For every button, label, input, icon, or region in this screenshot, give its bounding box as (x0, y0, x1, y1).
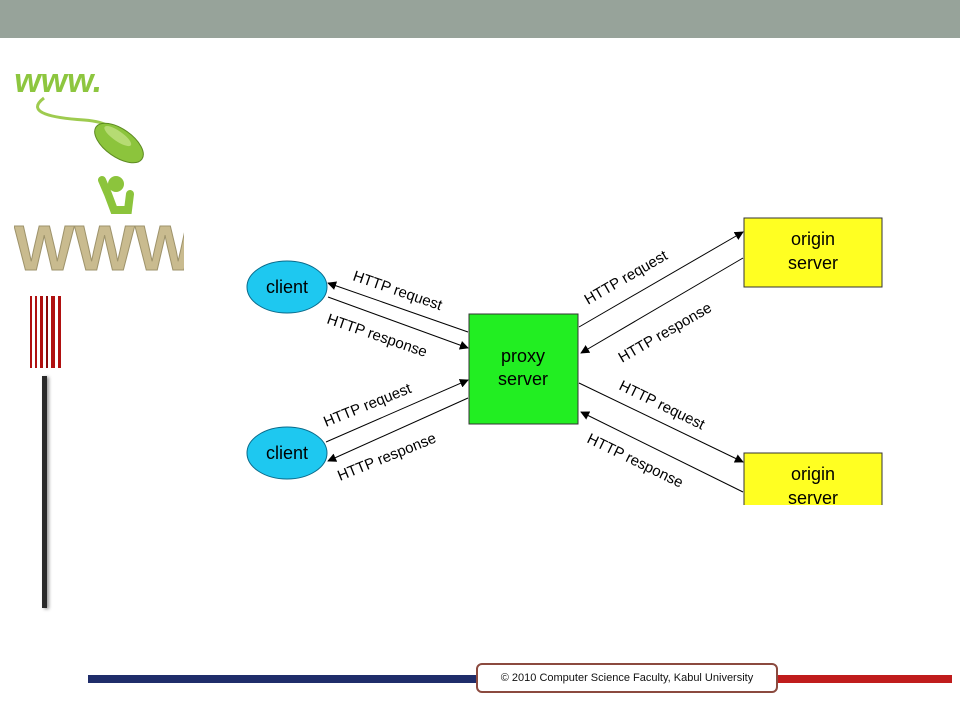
client-label: client (266, 443, 308, 463)
client-node-bottom: client (246, 426, 328, 480)
origin-label-line1: origin (791, 229, 835, 249)
label-http-request: HTTP request (616, 377, 708, 433)
label-http-response: HTTP response (616, 299, 715, 366)
decorative-vertical-line (42, 376, 47, 608)
arrow-request-to-top-client (327, 281, 469, 333)
www-person-logo: WWW (14, 176, 184, 277)
arrow-request-to-proxy (325, 379, 469, 443)
arrow-response-to-bottom-client (327, 397, 469, 462)
origin-server-node-bottom: origin server (743, 452, 883, 505)
arrow-response-to-proxy (327, 296, 469, 350)
arrow-request-to-origin (578, 382, 744, 463)
label-http-response: HTTP response (325, 311, 430, 361)
origin-label-line1: origin (791, 464, 835, 484)
www-logo-text: www. (14, 62, 105, 100)
origin-server-node-top: origin server (743, 217, 883, 288)
footer-copyright: © 2010 Computer Science Faculty, Kabul U… (476, 663, 778, 693)
copyright-text: © 2010 Computer Science Faculty, Kabul U… (500, 672, 754, 684)
label-http-request: HTTP request (321, 380, 414, 431)
origin-label-line2: server (788, 488, 838, 505)
label-http-response: HTTP response (584, 430, 686, 491)
proxy-diagram: client client proxy server origin server… (246, 217, 883, 505)
client-label: client (266, 277, 308, 297)
mouse-icon (94, 122, 144, 164)
www-mouse-logo: www. (14, 62, 144, 164)
footer-line-red (778, 675, 952, 683)
www-big-text: WWW (14, 212, 184, 277)
footer-line-blue (88, 675, 480, 683)
person-icon (108, 176, 124, 192)
arrow-response-to-proxy (580, 411, 744, 493)
proxy-server-node: proxy server (468, 313, 579, 425)
proxy-label-line2: server (498, 369, 548, 389)
label-http-response: HTTP response (335, 430, 439, 485)
arrow-request-to-origin (578, 231, 744, 328)
decorative-bars (30, 296, 61, 368)
client-node-top: client (246, 260, 328, 314)
arrow-response-to-proxy (580, 257, 744, 354)
origin-label-line2: server (788, 253, 838, 273)
proxy-label-line1: proxy (501, 346, 545, 366)
title-bar (0, 0, 960, 38)
